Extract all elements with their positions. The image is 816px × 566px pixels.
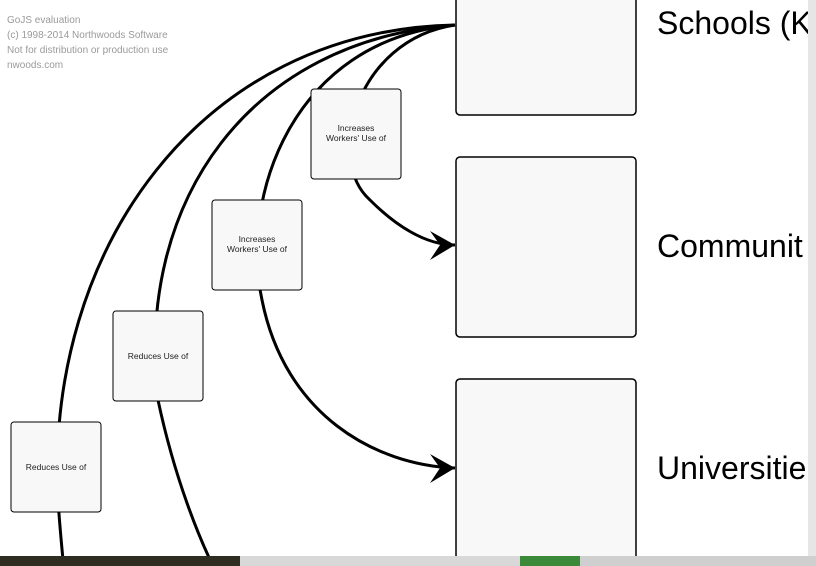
canvas-right-edge <box>808 0 816 566</box>
link-schools-reduces-1[interactable] <box>153 23 456 556</box>
link-schools-to-universities[interactable] <box>255 23 456 470</box>
arrowhead-universities <box>430 454 455 483</box>
node-community-label: Communit <box>657 228 803 264</box>
watermark-line-1: GoJS evaluation <box>7 15 81 26</box>
node-community[interactable]: Communit <box>455 156 803 338</box>
link-label-4-line-1: Reduces Use of <box>26 462 87 472</box>
node-community-box <box>455 156 637 338</box>
node-schools-box <box>455 0 637 116</box>
diagram-svg: Schools (K Communit Universitie Increase… <box>10 0 808 556</box>
watermark-line-2: (c) 1998-2014 Northwoods Software <box>7 30 168 41</box>
link-label-2-line-1: Increases <box>239 234 276 244</box>
link-schools-reduces-2[interactable] <box>55 23 456 556</box>
link-label-box-2[interactable]: Increases Workers' Use of <box>211 199 303 291</box>
link-label-box-3[interactable]: Reduces Use of <box>112 310 204 402</box>
node-schools-label: Schools (K <box>657 5 808 41</box>
node-universities-box <box>455 378 637 556</box>
link-schools-to-community[interactable] <box>348 23 456 247</box>
node-schools[interactable]: Schools (K <box>455 0 808 116</box>
gojs-watermark: GoJS evaluation (c) 1998-2014 Northwoods… <box>7 13 168 73</box>
node-universities[interactable]: Universitie <box>455 378 806 556</box>
watermark-line-4: nwoods.com <box>7 60 64 71</box>
page-bottom-strip <box>0 556 816 566</box>
link-label-3-line-1: Reduces Use of <box>128 351 189 361</box>
link-label-2-line-2: Workers' Use of <box>227 244 288 254</box>
node-universities-label: Universitie <box>657 450 806 486</box>
link-label-1-line-1: Increases <box>338 123 375 133</box>
diagram-canvas[interactable]: Schools (K Communit Universitie Increase… <box>0 0 808 556</box>
link-label-box-4[interactable]: Reduces Use of <box>10 421 102 513</box>
watermark-line-3: Not for distribution or production use <box>7 45 169 56</box>
arrowhead-community <box>430 231 455 260</box>
link-label-1-line-2: Workers' Use of <box>326 133 387 143</box>
link-label-box-1[interactable]: Increases Workers' Use of <box>310 88 402 180</box>
